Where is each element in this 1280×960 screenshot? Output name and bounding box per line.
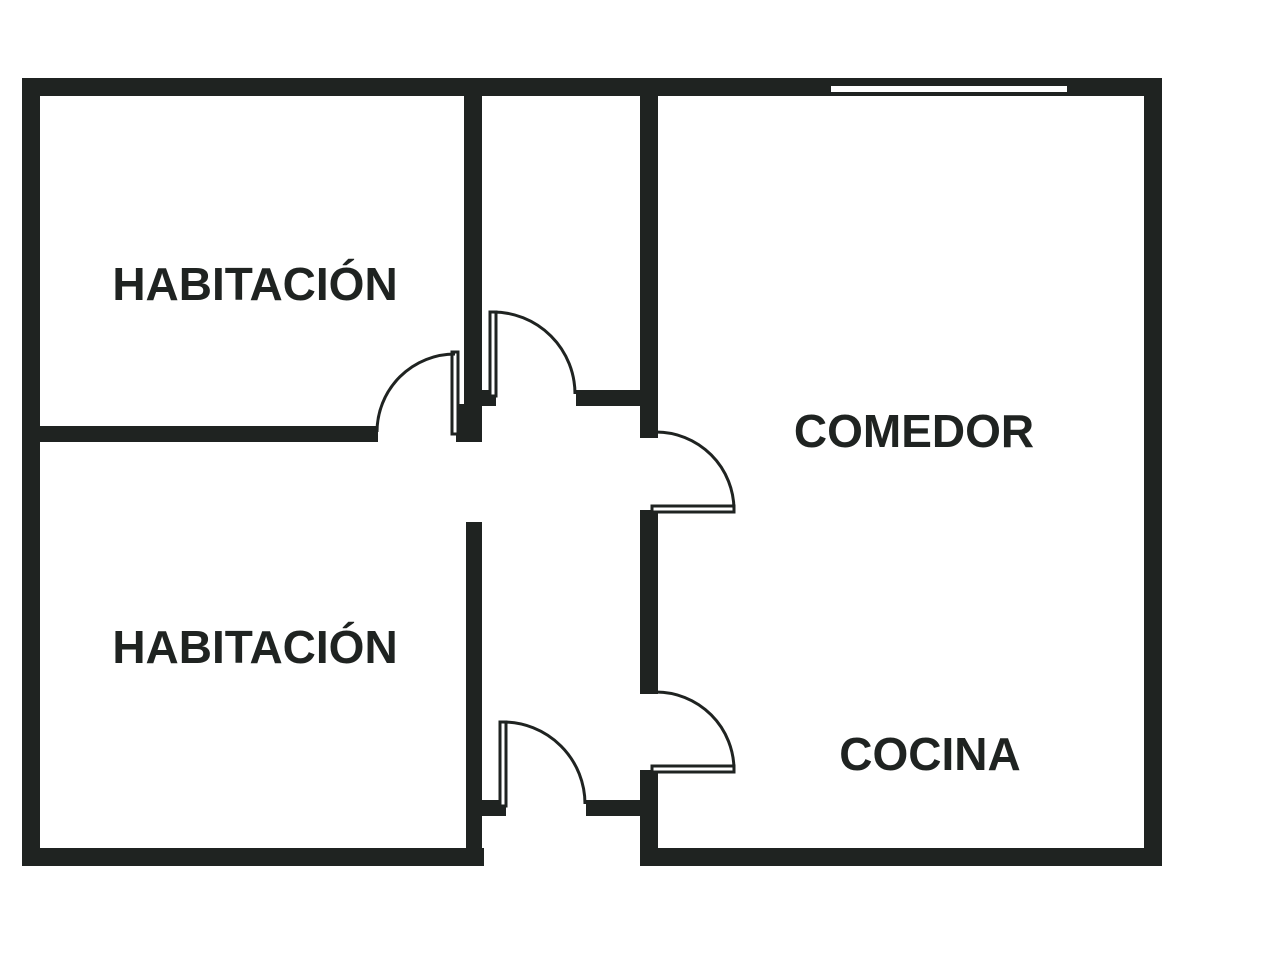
room-label-bedroom-bottom: HABITACIÓN — [112, 621, 397, 673]
room-labels: HABITACIÓN HABITACIÓN COMEDOR COCINA — [112, 258, 1034, 780]
window — [829, 84, 1069, 94]
door-leaf — [650, 504, 736, 514]
door-leaf — [450, 350, 460, 436]
wall-bath-stub-left — [466, 800, 506, 816]
door-swing-arc — [502, 720, 587, 805]
wall-dining-left-lower — [640, 770, 658, 866]
wall-bedroom-bottom-right — [466, 522, 482, 866]
outer-wall-bottom-left — [22, 848, 484, 866]
doors — [375, 310, 736, 808]
door-swing-arc — [492, 310, 577, 395]
wall-bedroom-top-right — [464, 78, 482, 406]
window-pane — [829, 84, 1069, 94]
outer-wall-left — [22, 78, 40, 866]
room-label-kitchen: COCINA — [839, 728, 1020, 780]
wall-post-upper — [456, 404, 482, 442]
door-leaf — [650, 764, 736, 774]
door-swing-arc — [655, 690, 736, 771]
door-leaf — [488, 310, 498, 398]
door-bath-lower — [498, 720, 587, 808]
door-dining — [650, 430, 736, 514]
door-swing-arc — [375, 352, 456, 433]
wall-bedrooms-divider — [22, 426, 378, 442]
wall-bath-stub-right — [586, 800, 658, 816]
wall-closet-bottom — [576, 390, 658, 406]
room-label-dining: COMEDOR — [794, 405, 1034, 457]
door-closet-upper — [488, 310, 577, 398]
outer-wall-bottom-right — [640, 848, 1162, 866]
outer-walls — [22, 78, 1162, 866]
wall-closet-stub — [464, 390, 496, 406]
interior-walls — [22, 78, 658, 866]
wall-dining-left-upper — [640, 78, 658, 438]
door-bedroom-top — [375, 350, 460, 436]
room-label-bedroom-top: HABITACIÓN — [112, 258, 397, 310]
wall-dining-left-middle — [640, 510, 658, 694]
outer-wall-right — [1144, 78, 1162, 866]
door-swing-arc — [655, 430, 736, 511]
door-kitchen — [650, 690, 736, 774]
door-leaf — [498, 720, 508, 808]
